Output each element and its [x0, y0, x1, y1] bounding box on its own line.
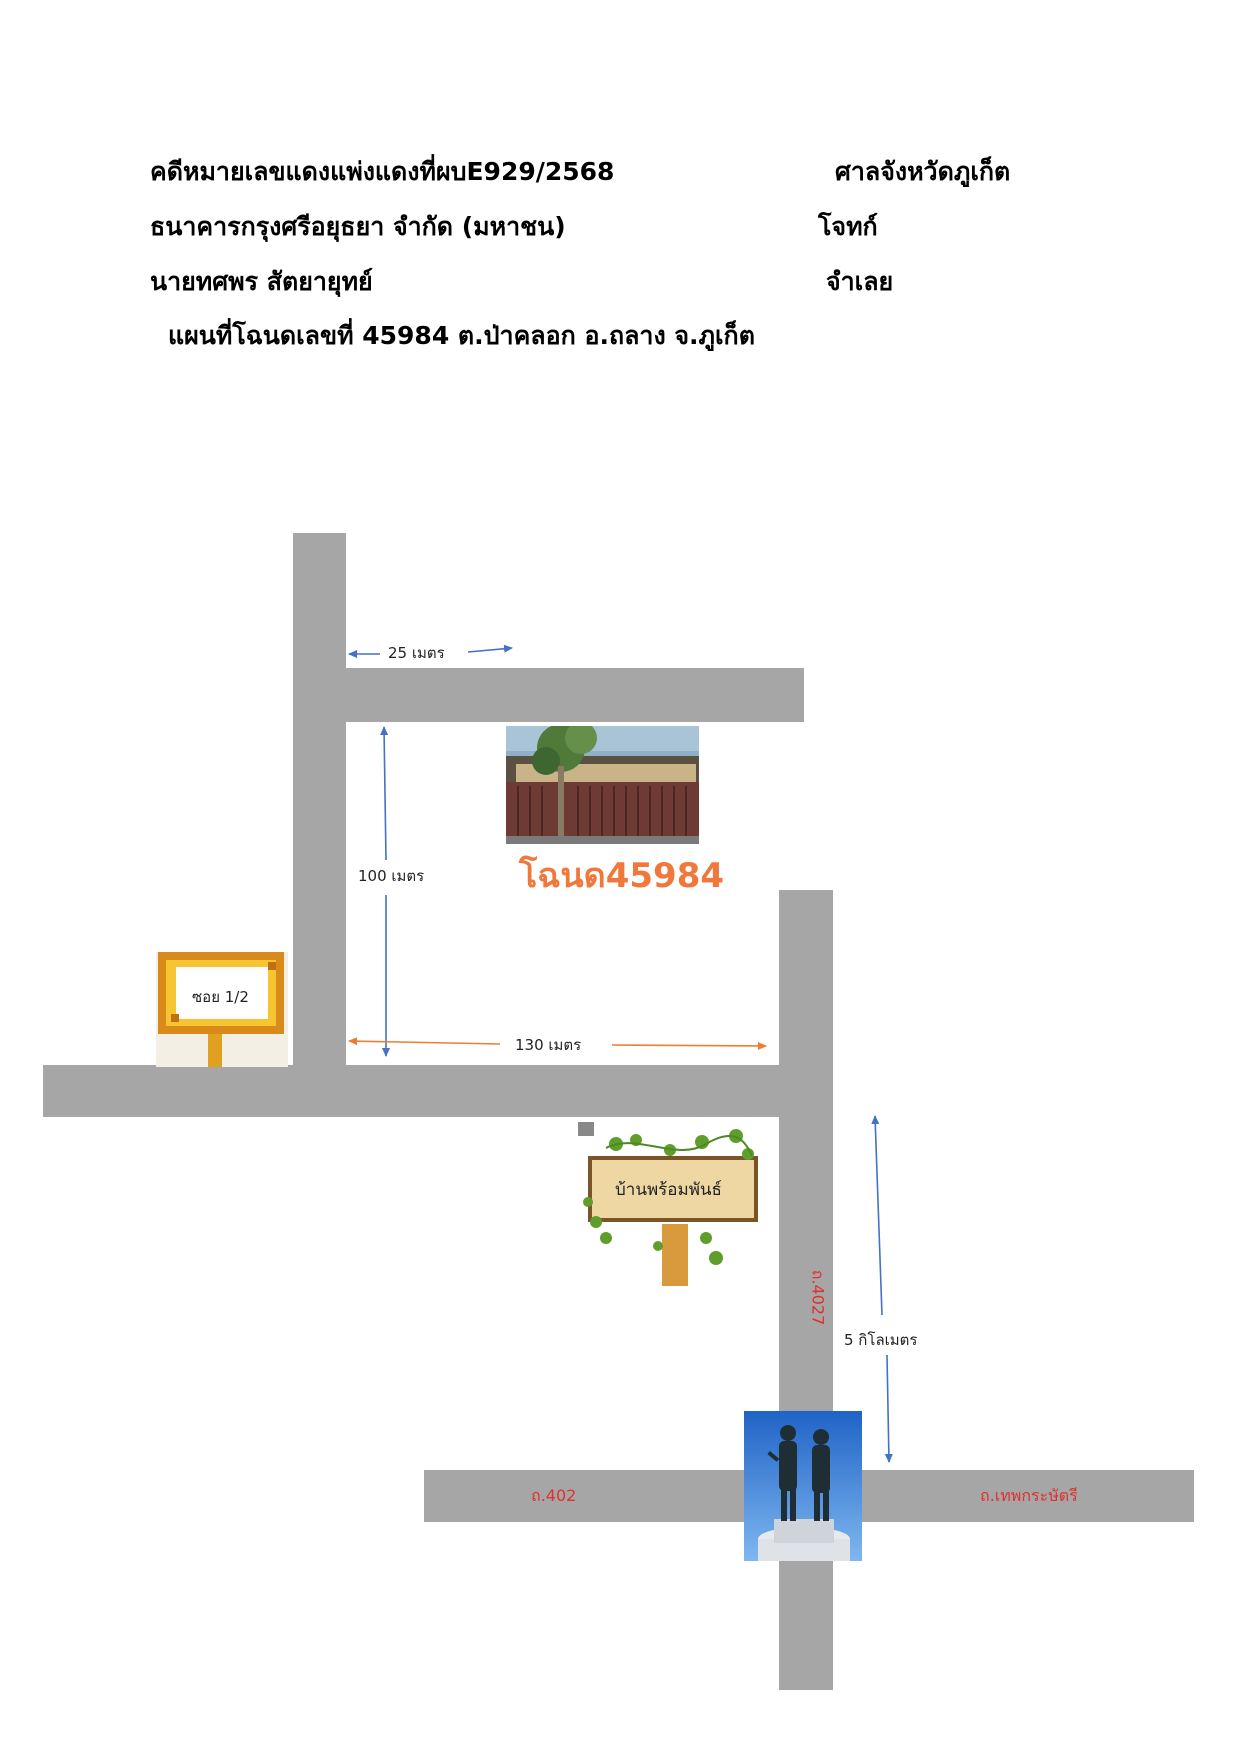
case-number: คดีหมายเลขแดงแพ่งแดงที่ผบE929/2568	[150, 157, 615, 186]
road-soi-vertical	[293, 533, 346, 1065]
road-main-horizontal	[43, 1065, 833, 1117]
soi-sign	[156, 952, 288, 1067]
distance-25m-label: 25 เมตร	[386, 641, 447, 665]
arrow-5km-up	[871, 1115, 883, 1316]
defendant-name: นายทศพร สัตยายุทย์	[150, 267, 373, 296]
arrow-5km-down	[884, 1354, 893, 1463]
defendant-role: จำเลย	[826, 267, 894, 296]
road-4027-label: ถ.4027	[808, 1269, 828, 1326]
map-title: แผนที่โฉนดเลขที่ 45984 ต.ป่าคลอก อ.ถลาง …	[168, 321, 755, 350]
soi-sign-text: ซอย 1/2	[190, 985, 251, 1009]
road-top-horizontal	[346, 668, 804, 722]
deed-number-label: โฉนด45984	[519, 856, 725, 896]
arrow-25m-right	[467, 644, 513, 653]
arrow-130m-right	[611, 1041, 767, 1050]
ban-phrom-phan-text: บ้านพร้อมพันธ์	[615, 1180, 722, 1200]
distance-100m-label: 100 เมตร	[356, 864, 427, 888]
arrow-100m-up	[380, 726, 389, 861]
house-photo	[506, 726, 699, 844]
distance-130m-label: 130 เมตร	[513, 1033, 584, 1057]
plaintiff-name: ธนาคารกรุงศรีอยุธยา จำกัด (มหาชน)	[150, 212, 566, 241]
court-name: ศาลจังหวัดภูเก็ต	[835, 157, 1011, 186]
arrow-130m-left	[348, 1037, 501, 1046]
road-thepkrasattri-label: ถ.เทพกระษัตรี	[980, 1486, 1078, 1505]
distance-5km-label: 5 กิโลเมตร	[842, 1328, 920, 1352]
ban-phrom-phan-sign	[576, 1122, 768, 1286]
plaintiff-role: โจทก์	[818, 212, 878, 241]
heroines-monument-photo	[744, 1411, 862, 1561]
road-402-label: ถ.402	[531, 1486, 577, 1505]
